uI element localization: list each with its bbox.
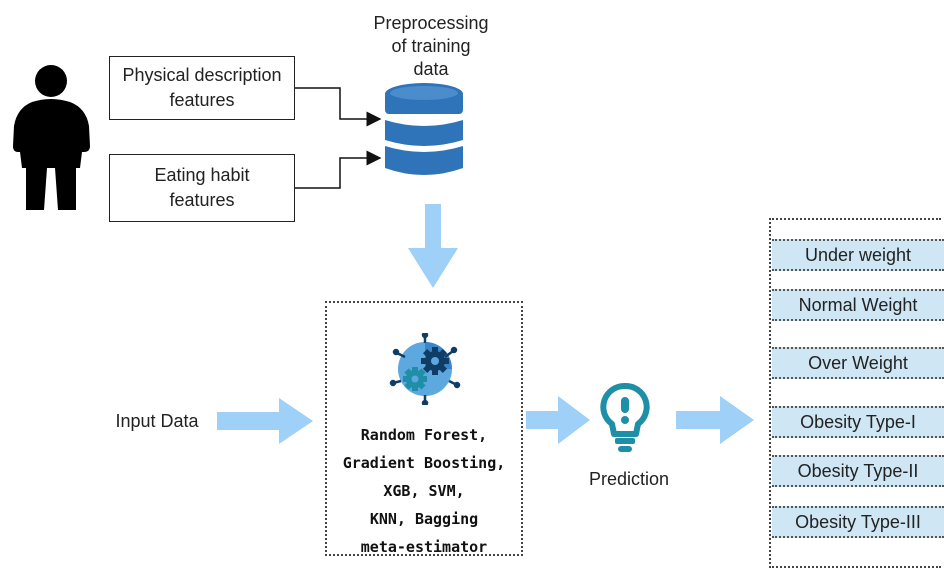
class-normal-weight: Normal Weight: [772, 289, 944, 321]
physical-connector: [295, 87, 382, 127]
class-obesity-type-2: Obesity Type-II: [772, 455, 944, 487]
model-list: Random Forest, Gradient Boosting, XGB, S…: [342, 426, 506, 556]
class-label: Obesity Type-III: [795, 511, 921, 532]
database-icon: [385, 83, 463, 175]
model-to-prediction-arrow: [526, 396, 590, 444]
input-data-label: Input Data: [115, 411, 199, 431]
model-box: Random Forest, Gradient Boosting, XGB, S…: [325, 301, 523, 556]
class-under-weight: Under weight: [772, 239, 944, 271]
class-obesity-type-1: Obesity Type-I: [772, 406, 944, 438]
class-label: Under weight: [804, 244, 912, 265]
physical-description-features-box: Physical description features: [109, 56, 295, 120]
class-label: Normal Weight: [798, 294, 918, 315]
preprocessing-label: Preprocessing of training data: [373, 13, 489, 79]
eating-habit-features-label: Eating habit features: [154, 165, 250, 210]
down-arrow: [408, 204, 458, 288]
eating-connector: [295, 150, 382, 189]
input-arrow: [217, 398, 313, 444]
class-label: Over Weight: [808, 352, 908, 373]
prediction-to-classes-arrow: [676, 396, 754, 444]
class-over-weight: Over Weight: [772, 347, 944, 379]
class-obesity-type-3: Obesity Type-III: [772, 506, 944, 538]
person-icon: [13, 65, 90, 210]
class-label: Obesity Type-II: [797, 460, 919, 481]
classes-box: [769, 218, 941, 568]
class-label: Obesity Type-I: [800, 411, 916, 432]
physical-description-features-label: Physical description features: [122, 65, 282, 110]
eating-habit-features-box: Eating habit features: [109, 154, 295, 222]
gears-icon: [389, 333, 461, 405]
lightbulb-icon: [600, 382, 650, 452]
prediction-label: Prediction: [588, 469, 670, 489]
